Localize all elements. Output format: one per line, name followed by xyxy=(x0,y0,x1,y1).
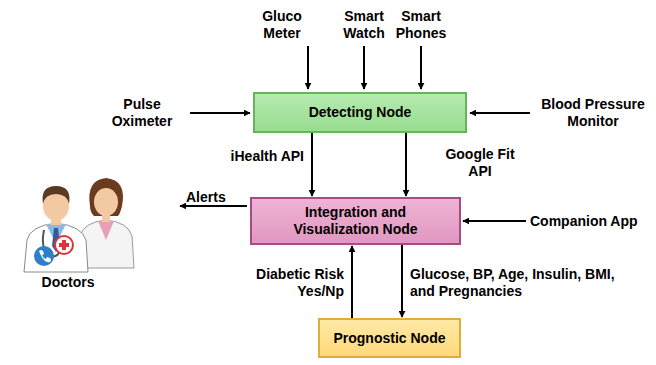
device-label: Blood Pressure Monitor xyxy=(534,96,652,130)
input-arrow xyxy=(190,112,250,114)
edge-label: Google Fit API xyxy=(436,146,524,180)
flow-arrow xyxy=(405,133,407,196)
edge-label: Glucose, BP, Age, Insulin, BMI, and Preg… xyxy=(410,266,616,300)
process-box: Detecting Node xyxy=(253,92,467,133)
alert-arrow xyxy=(180,205,247,207)
flow-arrow xyxy=(351,246,353,318)
input-arrow xyxy=(363,46,365,89)
device-label: Smart Phones xyxy=(391,8,451,42)
node-title: Prognostic Node xyxy=(333,330,445,347)
input-arrow xyxy=(463,220,526,222)
output-label: Alerts xyxy=(186,189,236,206)
process-box: Prognostic Node xyxy=(318,318,461,358)
node-title: Detecting Node xyxy=(309,104,412,121)
app-label: Companion App xyxy=(530,213,654,230)
device-label: Gluco Meter xyxy=(257,8,307,42)
input-arrow xyxy=(307,46,309,89)
flow-arrow xyxy=(311,133,313,196)
doctors-icon xyxy=(24,178,134,272)
process-box: Integration and Visualization Node xyxy=(250,197,461,245)
flow-arrow xyxy=(401,245,403,317)
node-title: Integration and Visualization Node xyxy=(262,204,449,238)
edge-label: iHealth API xyxy=(200,148,304,165)
role-label: Doctors xyxy=(28,274,108,291)
device-label: Smart Watch xyxy=(334,8,394,42)
edge-label: Diabetic Risk Yes/Np xyxy=(232,266,344,300)
input-arrow xyxy=(470,112,530,114)
input-arrow xyxy=(420,46,422,89)
input-arrows xyxy=(180,46,530,221)
device-label: Pulse Oximeter xyxy=(104,96,180,130)
